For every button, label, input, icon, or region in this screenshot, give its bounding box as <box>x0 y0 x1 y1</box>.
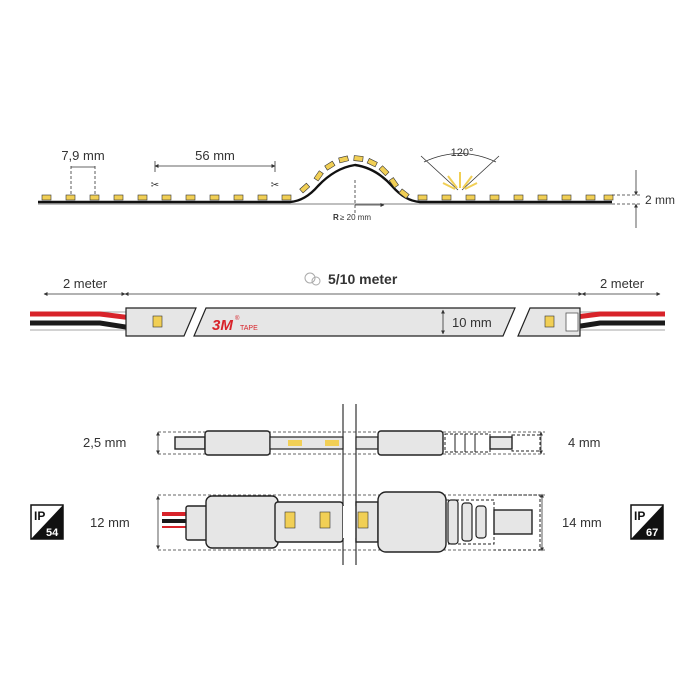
led-chip <box>137 194 148 201</box>
led-chip <box>388 177 399 189</box>
led-chip <box>378 165 390 177</box>
led-chip <box>299 182 311 194</box>
large-socket-ribs <box>445 499 495 545</box>
reel-icon <box>304 272 321 286</box>
large-led <box>319 511 331 529</box>
led-chip <box>113 194 124 201</box>
large-socket-body <box>377 491 447 553</box>
led-chip <box>441 194 452 201</box>
large-socket-tip <box>493 509 533 535</box>
small-socket-body <box>377 430 444 456</box>
tape-brand-mark: ® <box>235 315 240 322</box>
led-chip <box>89 194 100 201</box>
tape-text: TAPE <box>240 325 258 332</box>
led-chip <box>537 194 548 201</box>
led-chip <box>398 188 410 199</box>
led-chip <box>152 315 163 328</box>
large-led <box>284 511 296 529</box>
ip54-number: 54 <box>46 527 59 539</box>
pitch-label: 7,9 mm <box>61 148 104 163</box>
profile-leds-left <box>41 194 292 201</box>
small-strip-section-right <box>355 436 379 450</box>
large-right-label: 14 mm <box>562 515 602 530</box>
ip67-number: 67 <box>646 527 658 539</box>
led-chip <box>338 155 349 164</box>
strip-end-cap <box>565 312 579 332</box>
connector-details: 2,5 mm 4 mm 12 mm <box>30 404 664 565</box>
large-left-label: 12 mm <box>90 515 130 530</box>
radius-value: ≥ 20 mm <box>340 213 371 222</box>
height-dimension: 2 mm <box>612 170 675 228</box>
tape-brand: 3M <box>212 317 233 334</box>
bend-radius: R ≥ 20 mm <box>333 180 385 222</box>
led-chip <box>417 194 428 201</box>
small-right-label: 4 mm <box>568 435 601 450</box>
profile-strip-line <box>38 163 612 204</box>
large-plug-body <box>205 495 279 549</box>
small-left-label: 2,5 mm <box>83 435 126 450</box>
led-chip <box>465 194 476 201</box>
ip67-letters: IP <box>634 509 645 523</box>
led-chip <box>161 194 172 201</box>
wires-left <box>30 311 133 331</box>
large-plug-cap <box>185 505 209 541</box>
led-chip <box>257 194 268 201</box>
led-chip <box>65 194 76 201</box>
led-chip <box>233 194 244 201</box>
beam-angle: 120° <box>420 147 500 191</box>
led-chip <box>41 194 52 201</box>
led-chip <box>209 194 220 201</box>
led-chip <box>324 160 336 171</box>
strip-profile: 7,9 mm 56 mm ✂ ✂ R ≥ 20 mm <box>38 147 675 228</box>
ip54-letters: IP <box>34 509 45 523</box>
pitch-dimension: 7,9 mm <box>61 148 105 194</box>
height-label: 2 mm <box>645 193 675 207</box>
led-chip <box>544 315 555 328</box>
cut-mark-icon: ✂ <box>151 180 159 191</box>
led-chip <box>313 170 324 182</box>
led-chip <box>366 158 378 168</box>
strip-with-leads: 2 meter 5/10 meter 2 meter <box>30 271 665 337</box>
led-chip <box>585 194 596 201</box>
lead-right-label: 2 meter <box>600 276 645 291</box>
profile-leds-right <box>417 194 614 201</box>
led-chip <box>489 194 500 201</box>
ip54-badge: IP 54 <box>30 504 64 540</box>
small-connector-row: 2,5 mm 4 mm <box>83 430 601 456</box>
lead-left-label: 2 meter <box>63 276 108 291</box>
segment-label: 56 mm <box>195 148 235 163</box>
ip67-badge: IP 67 <box>630 504 664 540</box>
large-led <box>357 511 369 529</box>
led-chip <box>353 155 364 162</box>
wires-right <box>567 311 665 331</box>
small-socket-tip <box>489 436 513 450</box>
led-chip <box>561 194 572 201</box>
led-chip <box>603 194 614 201</box>
cut-mark-icon: ✂ <box>271 180 279 191</box>
led-chip <box>281 194 292 201</box>
segment-dimension: 56 mm ✂ ✂ <box>151 148 279 191</box>
small-plug-body <box>204 430 271 456</box>
angle-label: 120° <box>451 147 474 159</box>
strip-segment-main <box>193 307 516 337</box>
length-label: 5/10 meter <box>328 271 398 287</box>
small-led <box>288 440 302 446</box>
led-chip <box>185 194 196 201</box>
width-label: 10 mm <box>452 315 492 330</box>
led-chip <box>513 194 524 201</box>
small-plug-tip <box>174 436 206 450</box>
small-led <box>325 440 339 446</box>
small-socket-ribs <box>444 433 491 453</box>
profile-leds-bend <box>299 155 410 199</box>
large-connector-row: 12 mm 14 mm <box>90 491 602 553</box>
radius-prefix: R <box>333 213 339 222</box>
